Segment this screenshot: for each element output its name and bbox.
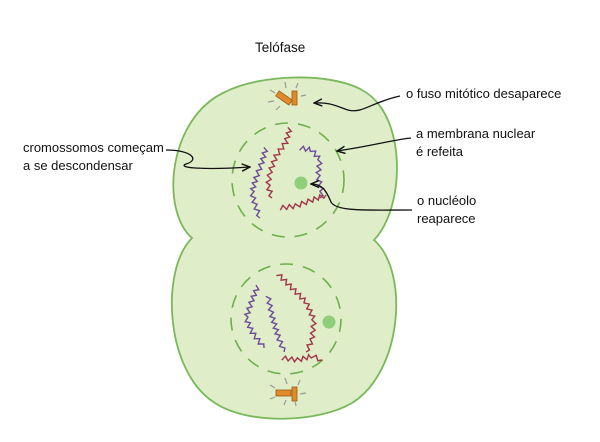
upper-nuclear-envelope [231,122,345,238]
label-line: a se descondensar [23,158,133,173]
chromosome-purple [243,284,265,349]
upper-nucleolus [294,176,308,190]
membrane-pointer-arrow [337,137,412,151]
dividing-cell [170,76,398,420]
label-chromosomes: cromossomos começam a se descondensar [23,139,164,175]
chromosome-red [276,273,318,353]
label-nucleolus: o nucléolo reaparece [417,192,476,228]
chromosome-purple [265,295,286,353]
label-line: a membrana nuclear [416,126,536,141]
chromosome-red [279,193,327,211]
label-line: reaparece [417,211,476,226]
label-line: o nucléolo [417,193,477,208]
label-line: é refeita [416,144,463,159]
chromosome-red [265,126,293,199]
lower-centrosome [269,377,307,407]
lower-nuclear-envelope [230,263,342,375]
lower-nucleolus [322,315,336,329]
label-line: o fuso mitótico desaparece [406,86,562,101]
spindle-pointer-arrow [314,95,401,112]
label-spindle-disappears: o fuso mitótico desaparece [406,85,561,103]
nucleolus-pointer-arrow [311,184,413,211]
chromosome-pointer-arrow [165,149,250,168]
label-nuclear-membrane: a membrana nuclear é refeita [416,125,535,161]
label-line: cromossomos começam [23,140,164,155]
chromosome-red [281,353,323,364]
diagram-title: Telófase [255,40,306,55]
upper-centrosome [267,81,307,111]
chromosome-purple [249,146,269,219]
